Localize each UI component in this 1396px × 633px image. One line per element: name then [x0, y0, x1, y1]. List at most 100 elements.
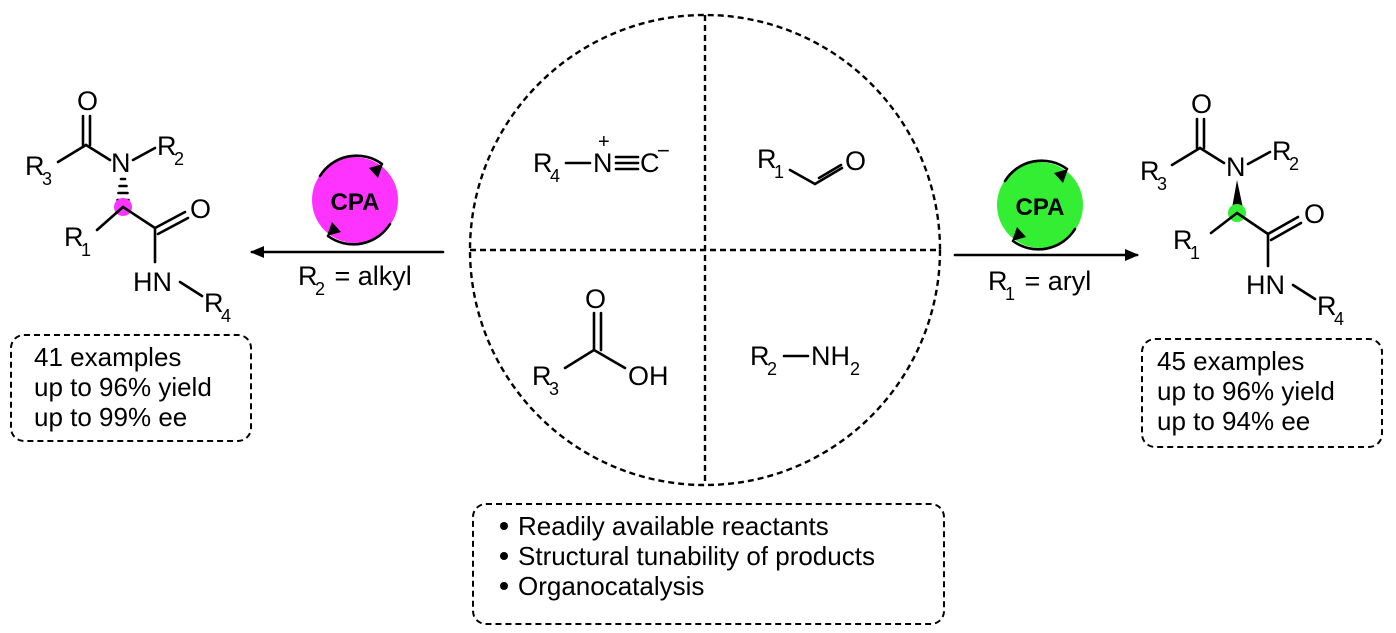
- catalyst-left: CPA: [312, 154, 398, 246]
- aldehyde-r: R: [757, 144, 777, 174]
- product-left-r4: R: [204, 288, 224, 318]
- right-condition-sub: 1: [1005, 284, 1015, 304]
- acid-oh: OH: [628, 361, 669, 391]
- aldehyde-double-bond: [817, 163, 843, 180]
- amine-nh: NH: [811, 341, 850, 371]
- product-right-r1-sub: 1: [1190, 243, 1200, 263]
- product-left-r1-sub: 1: [81, 240, 91, 260]
- product-right-o-top: O: [1191, 89, 1212, 119]
- catalyst-label-right: CPA: [1016, 194, 1065, 221]
- left-condition-r: R: [298, 261, 318, 291]
- pl-r1-bond: [95, 205, 125, 232]
- product-right-r1: R: [1173, 225, 1193, 255]
- catalyst-cycle-arc-top-r: [1003, 159, 1069, 183]
- feature-text: Structural tunability of products: [518, 541, 875, 571]
- results-box-right: 45 examples up to 96% yield up to 94% ee: [1141, 338, 1383, 448]
- bullet-icon: [500, 522, 508, 531]
- product-right-r3: R: [1140, 156, 1160, 186]
- aldehyde-structure: R 1 O: [757, 144, 866, 186]
- pl-cn-bond: [84, 143, 112, 162]
- acid-r: R: [532, 361, 552, 391]
- catalyst-cycle-arc-bottom-r: [1011, 227, 1077, 251]
- results-right-examples: 45 examples: [1157, 346, 1305, 376]
- product-left-r1: R: [64, 222, 84, 252]
- left-condition-sub: 2: [315, 279, 325, 299]
- dashed-circle: [468, 13, 942, 487]
- isocyanide-n: N: [593, 148, 613, 178]
- product-left-r2-sub: 2: [174, 149, 184, 169]
- pr-c-amide-bond: [1235, 211, 1270, 236]
- results-left-ee: up to 99% ee: [34, 402, 188, 432]
- product-left-o-amide: O: [190, 194, 211, 224]
- product-right-hn: HN: [1246, 270, 1285, 300]
- product-right-r4: R: [1317, 291, 1337, 321]
- pl-hashed-wedge: [116, 177, 130, 202]
- pr-r1-bond: [1209, 211, 1239, 235]
- reactant-circle: [468, 13, 942, 487]
- isocyanide-minus: −: [657, 138, 670, 163]
- right-arrow-group: R 1 = aryl: [953, 249, 1139, 304]
- pl-amide-co-2: [156, 216, 190, 236]
- isocyanide-r-sub: 4: [550, 166, 560, 186]
- left-condition-text: = alkyl: [327, 261, 412, 291]
- pl-r3-bond: [56, 143, 88, 164]
- feature-item: Organocatalysis: [496, 571, 943, 601]
- catalyst-cycle-head-top-r: [1054, 169, 1068, 183]
- pl-c-amide-bond: [121, 205, 157, 230]
- pl-nr2-bond: [131, 146, 157, 162]
- pl-nr4-bond: [178, 280, 204, 298]
- acid-structure: O OH R 3: [532, 284, 669, 399]
- amine-r: R: [750, 341, 770, 371]
- results-right-ee: up to 94% ee: [1157, 406, 1311, 436]
- isocyanide-c: C: [640, 148, 660, 178]
- results-right-yield: up to 96% yield: [1157, 376, 1335, 406]
- product-left-r3-sub: 3: [42, 169, 52, 189]
- results-left-yield: up to 96% yield: [34, 372, 212, 402]
- catalyst-cycle-head-bottom: [327, 222, 341, 236]
- product-right-r3-sub: 3: [1157, 174, 1167, 194]
- pr-r3-bond: [1170, 146, 1202, 167]
- product-right-r2: R: [1272, 136, 1292, 166]
- left-arrow-group: R 2 = alkyl: [250, 246, 445, 299]
- product-left-r2: R: [157, 131, 177, 161]
- aldehyde-r-sub: 1: [774, 162, 784, 182]
- isocyanide-plus: +: [598, 131, 610, 153]
- product-left-hn: HN: [133, 267, 172, 297]
- aldehyde-bonds: [788, 166, 844, 186]
- aldehyde-o: O: [845, 146, 866, 176]
- isocyanide-structure: R 4 N + C −: [533, 131, 670, 186]
- product-right-o-amide: O: [1304, 199, 1325, 229]
- bullet-icon: [500, 552, 508, 561]
- catalyst-cycle-head-bottom-r: [1012, 227, 1026, 241]
- pr-nr2-bond: [1246, 150, 1272, 166]
- pr-cn-bond: [1198, 146, 1226, 165]
- product-right-r4-sub: 4: [1334, 309, 1344, 329]
- amine-nh-sub: 2: [850, 359, 860, 379]
- feature-item: Structural tunability of products: [496, 541, 943, 571]
- results-left-examples: 41 examples: [34, 342, 182, 372]
- catalyst-right: CPA: [997, 159, 1083, 251]
- product-right-r2-sub: 2: [1289, 154, 1299, 174]
- catalyst-cycle-arc-bottom: [326, 222, 392, 246]
- catalyst-circle-left: [312, 157, 398, 243]
- acid-r-sub: 3: [549, 379, 559, 399]
- right-condition-r: R: [988, 266, 1008, 296]
- catalyst-cycle-arc-top: [318, 154, 384, 178]
- feature-text: Organocatalysis: [518, 571, 705, 601]
- results-box-left: 41 examples up to 96% yield up to 99% ee: [10, 334, 252, 442]
- product-right-n: N: [1226, 152, 1246, 182]
- catalyst-cycle-head-top: [369, 164, 383, 178]
- acid-bonds: [563, 348, 627, 370]
- features-box: Readily available reactants Structural t…: [472, 503, 945, 625]
- amine-r-sub: 2: [767, 359, 777, 379]
- product-right: O R 3 N R 2 R 1 O HN R 4: [1140, 89, 1344, 329]
- isocyanide-r: R: [533, 148, 553, 178]
- catalyst-label-left: CPA: [331, 189, 380, 216]
- pr-amide-co-2: [1269, 221, 1303, 242]
- product-left-o-top: O: [77, 86, 98, 116]
- feature-text: Readily available reactants: [518, 511, 829, 541]
- product-left: O R 3 N R 2 R 1 O HN R 4: [25, 86, 231, 326]
- pl-amide-co-1: [153, 210, 187, 230]
- right-condition-text: = aryl: [1017, 266, 1091, 296]
